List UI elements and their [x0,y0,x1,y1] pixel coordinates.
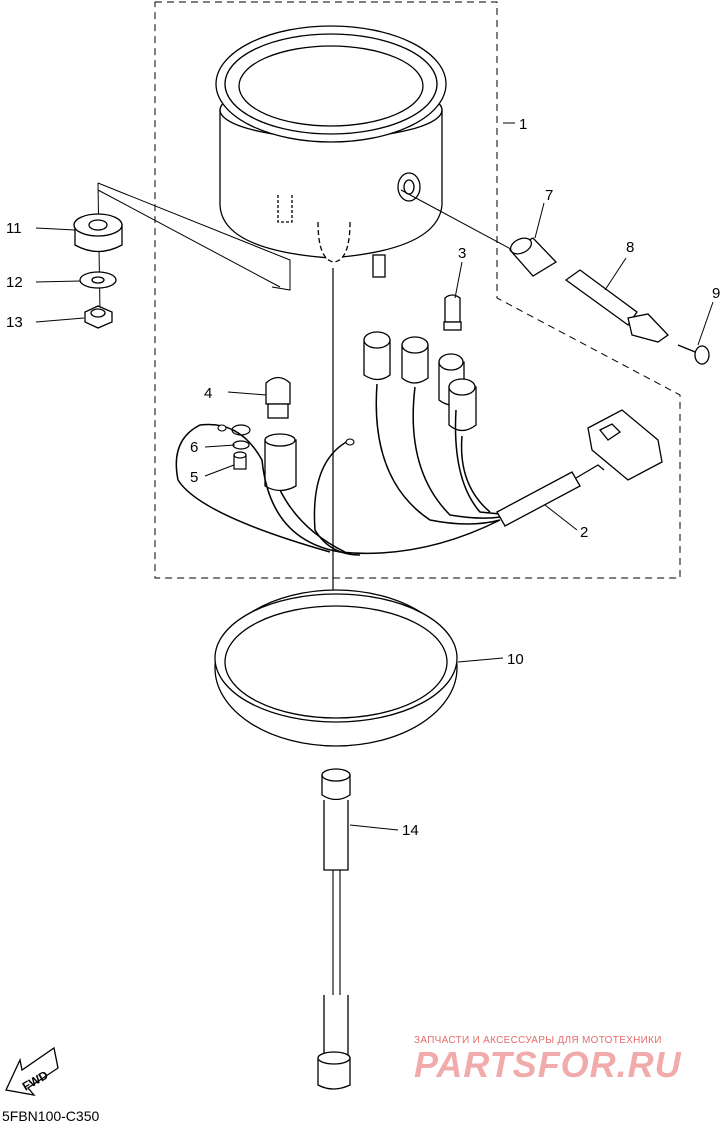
harness-sockets [363,331,477,432]
sleeve-7 [508,237,558,277]
callout-10: 10 [507,651,524,668]
mount-guide-lines [97,182,521,313]
callout-12: 12 [6,274,23,291]
callout-1: 1 [519,116,527,133]
socket-cylinder [264,433,297,492]
meter-assembly [215,25,447,278]
watermark-tagline: ЗАПЧАСТИ И АКСЕССУАРЫ ДЛЯ МОТОТЕХНИКИ [414,1035,662,1046]
harness-connector [575,409,663,481]
ring-terminals [217,424,355,446]
callout-3: 3 [458,245,466,262]
nut-13 [84,305,113,329]
callout-5: 5 [190,469,198,486]
harness-tube [496,471,581,527]
cable-14 [317,768,351,1090]
screw-9 [677,344,710,365]
callout-14: 14 [402,822,419,839]
callout-11: 11 [6,220,22,237]
washer-12 [79,271,117,289]
drawing-code: 5FBN100-C350 [2,1108,100,1124]
callout-4: 4 [204,385,212,402]
fwd-arrow [5,1046,59,1096]
socket-8 [564,269,669,343]
assembly-boundary [154,1,681,579]
callout-7: 7 [545,187,553,204]
grommet-11 [73,213,123,253]
callout-leaders [35,202,714,831]
watermark-site: PARTSFOR.RU [414,1044,682,1085]
callout-9: 9 [712,285,720,302]
bulb-3 [443,294,462,331]
bulb-4 [265,376,291,419]
wire-harness-2 [175,383,501,556]
gasket-10 [214,589,458,747]
callout-2: 2 [580,524,588,541]
screw-5 [233,451,247,470]
callout-6: 6 [190,439,198,456]
callout-13: 13 [6,314,23,331]
callout-8: 8 [626,239,634,256]
